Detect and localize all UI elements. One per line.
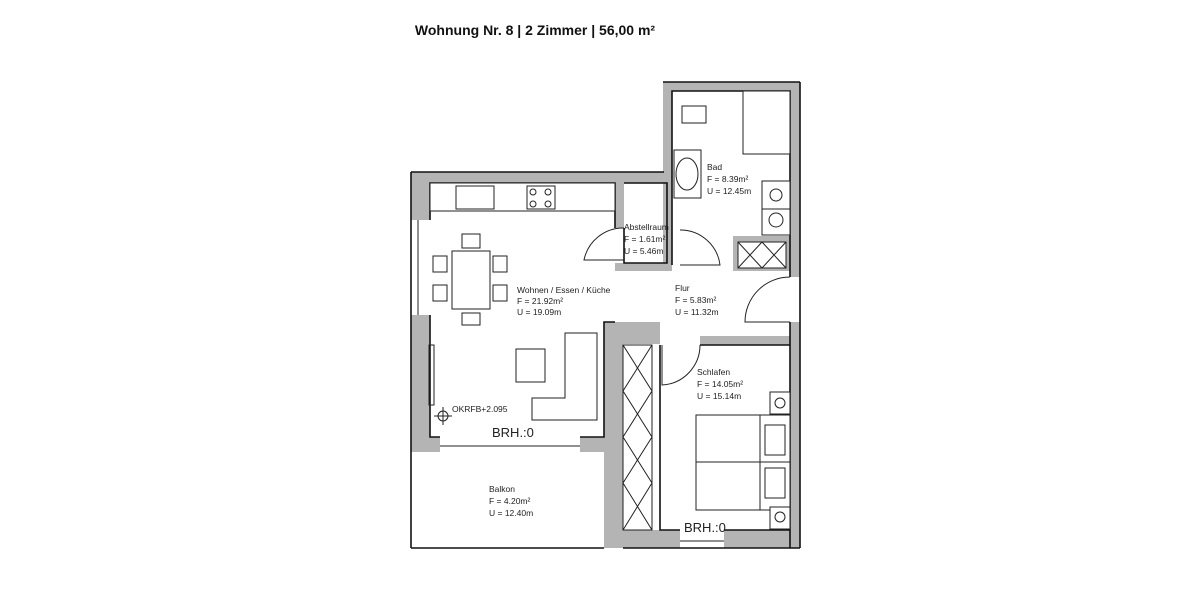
page-title: Wohnung Nr. 8 | 2 Zimmer | 56,00 m²	[414, 22, 656, 38]
svg-text:U = 11.32m: U = 11.32m	[675, 307, 719, 317]
furniture	[428, 90, 791, 531]
room-label-wohnen: Wohnen / Essen / Küche F = 21.92m² U = 1…	[517, 285, 611, 317]
walls	[411, 82, 800, 548]
room-label-flur: Flur F = 5.83m² U = 11.32m	[675, 283, 719, 317]
svg-text:U = 5.46m: U = 5.46m	[624, 246, 663, 256]
svg-text:F = 14.05m²: F = 14.05m²	[697, 379, 743, 389]
svg-text:F = 4.20m²: F = 4.20m²	[489, 496, 531, 506]
brh-living: BRH.:0	[492, 425, 534, 440]
svg-text:Balkon: Balkon	[489, 484, 515, 494]
level-marker-icon	[434, 407, 452, 425]
svg-text:U = 15.14m: U = 15.14m	[697, 391, 741, 401]
doors	[583, 227, 791, 386]
svg-text:U = 12.40m: U = 12.40m	[489, 508, 533, 518]
svg-text:U = 19.09m: U = 19.09m	[517, 307, 561, 317]
svg-text:F = 21.92m²: F = 21.92m²	[517, 296, 563, 306]
svg-text:Abstellraum: Abstellraum	[624, 222, 669, 232]
room-label-abstellraum: Abstellraum F = 1.61m² U = 5.46m	[624, 222, 669, 256]
room-label-balkon: Balkon F = 4.20m² U = 12.40m	[489, 484, 533, 518]
svg-text:F = 1.61m²: F = 1.61m²	[624, 234, 666, 244]
svg-text:Flur: Flur	[675, 283, 690, 293]
svg-text:Wohnen / Essen / Küche: Wohnen / Essen / Küche	[517, 285, 611, 295]
svg-text:F = 8.39m²: F = 8.39m²	[707, 174, 749, 184]
room-label-schlafen: Schlafen F = 14.05m² U = 15.14m	[697, 367, 743, 401]
svg-text:Schlafen: Schlafen	[697, 367, 730, 377]
room-label-bad: Bad F = 8.39m² U = 12.45m	[707, 162, 751, 196]
svg-text:Bad: Bad	[707, 162, 722, 172]
svg-text:F = 5.83m²: F = 5.83m²	[675, 295, 717, 305]
level-annotation: OKRFB+2.095	[452, 404, 508, 414]
svg-text:U = 12.45m: U = 12.45m	[707, 186, 751, 196]
brh-bedroom: BRH.:0	[684, 520, 726, 535]
